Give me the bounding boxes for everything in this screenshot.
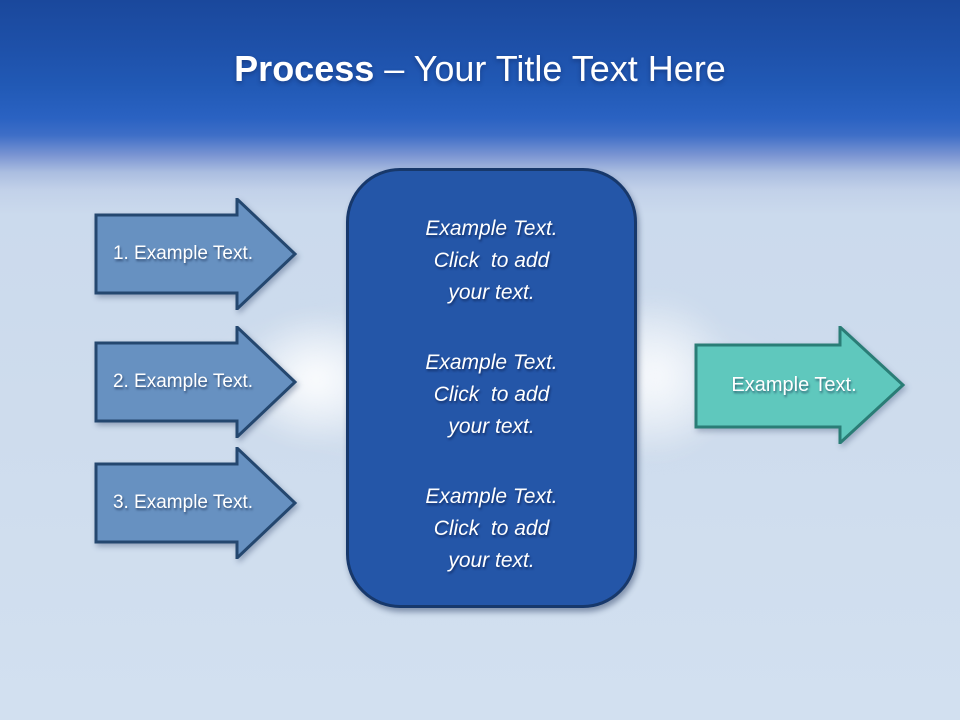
arrow-right-polygon [694,326,906,444]
center-rounded-panel[interactable]: Example Text. Click to add your text. Ex… [346,168,637,608]
arrow-right-shape [94,326,298,438]
slide-title-highlight: Process [234,48,375,89]
process-arrow-3[interactable]: 3. Example Text. [94,447,298,559]
arrow-right-shape [94,447,298,559]
arrow-right-polygon [94,198,298,310]
arrow-right-polygon [94,326,298,438]
process-arrow-1[interactable]: 1. Example Text. [94,198,298,310]
result-arrow-label[interactable]: Example Text. [731,373,857,396]
slide-title[interactable]: Process – Your Title Text Here [0,46,960,92]
placeholder-text-block-1[interactable]: Example Text. Click to add your text. [359,213,624,309]
result-arrow[interactable]: Example Text. [694,326,906,444]
process-arrow-2[interactable]: 2. Example Text. [94,326,298,438]
arrow-right-shape [94,198,298,310]
slide-title-rest: – Your Title Text Here [374,48,726,89]
placeholder-line: Example Text. [425,351,558,374]
placeholder-text-block-2[interactable]: Example Text. Click to add your text. [359,347,624,443]
process-arrow-2-label[interactable]: 2. Example Text. [112,371,254,392]
arrow-right-shape [694,326,906,444]
placeholder-line: your text. [448,415,535,438]
placeholder-text-block-3[interactable]: Example Text. Click to add your text. [359,481,624,577]
placeholder-line: your text. [448,549,535,572]
placeholder-line: your text. [448,281,535,304]
placeholder-line: Example Text. [425,485,558,508]
placeholder-line: Click to add [433,383,550,406]
placeholder-line: Click to add [433,517,550,540]
arrow-right-polygon [94,447,298,559]
process-arrow-3-label[interactable]: 3. Example Text. [112,492,254,513]
placeholder-line: Click to add [433,249,550,272]
placeholder-line: Example Text. [425,217,558,240]
process-arrow-1-label[interactable]: 1. Example Text. [112,243,254,264]
